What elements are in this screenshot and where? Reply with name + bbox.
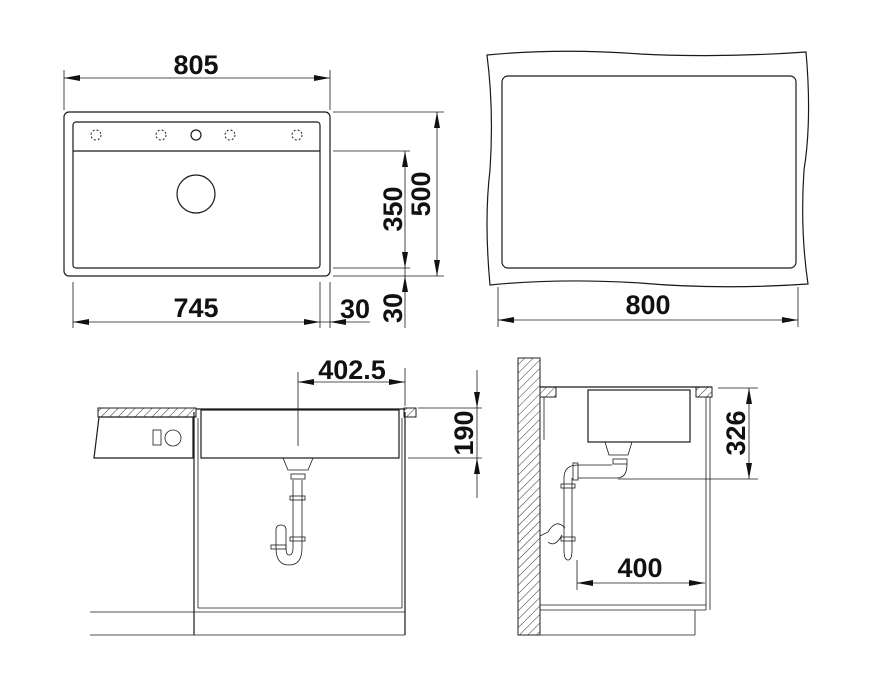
dim-drain-offset: 402.5: [318, 355, 386, 385]
dim-cutout-width: 800: [625, 290, 670, 320]
tap-hole-icon: [190, 129, 202, 141]
dim-rim-side: 30: [340, 294, 370, 324]
front-section-view: 402.5 190: [90, 355, 482, 636]
drain-hole-icon: [176, 174, 216, 214]
dim-rim-front: 30: [378, 293, 408, 323]
dim-width-inner: 745: [173, 293, 218, 323]
dim-width-outer: 805: [173, 50, 218, 80]
sink-top-view: 805 745 30 500 350 30: [63, 50, 444, 328]
dim-depth-bowl: 350: [378, 186, 408, 231]
siphon-icon: [539, 441, 633, 561]
tap-hole-optional-icon: [291, 129, 303, 141]
switch-icon: [152, 429, 162, 446]
tap-hole-optional-icon: [224, 129, 236, 141]
tap-hole-optional-icon: [90, 129, 102, 141]
cutout-view: 800: [486, 50, 810, 327]
tap-hole-optional-icon: [155, 129, 167, 141]
dim-drain-height: 326: [721, 410, 751, 455]
dim-bowl-depth: 190: [449, 410, 479, 455]
dim-trap-distance: 400: [617, 553, 662, 583]
side-section-view: 326 400: [517, 357, 758, 636]
siphon-icon: [270, 457, 314, 566]
dim-depth-outer: 500: [406, 171, 436, 216]
